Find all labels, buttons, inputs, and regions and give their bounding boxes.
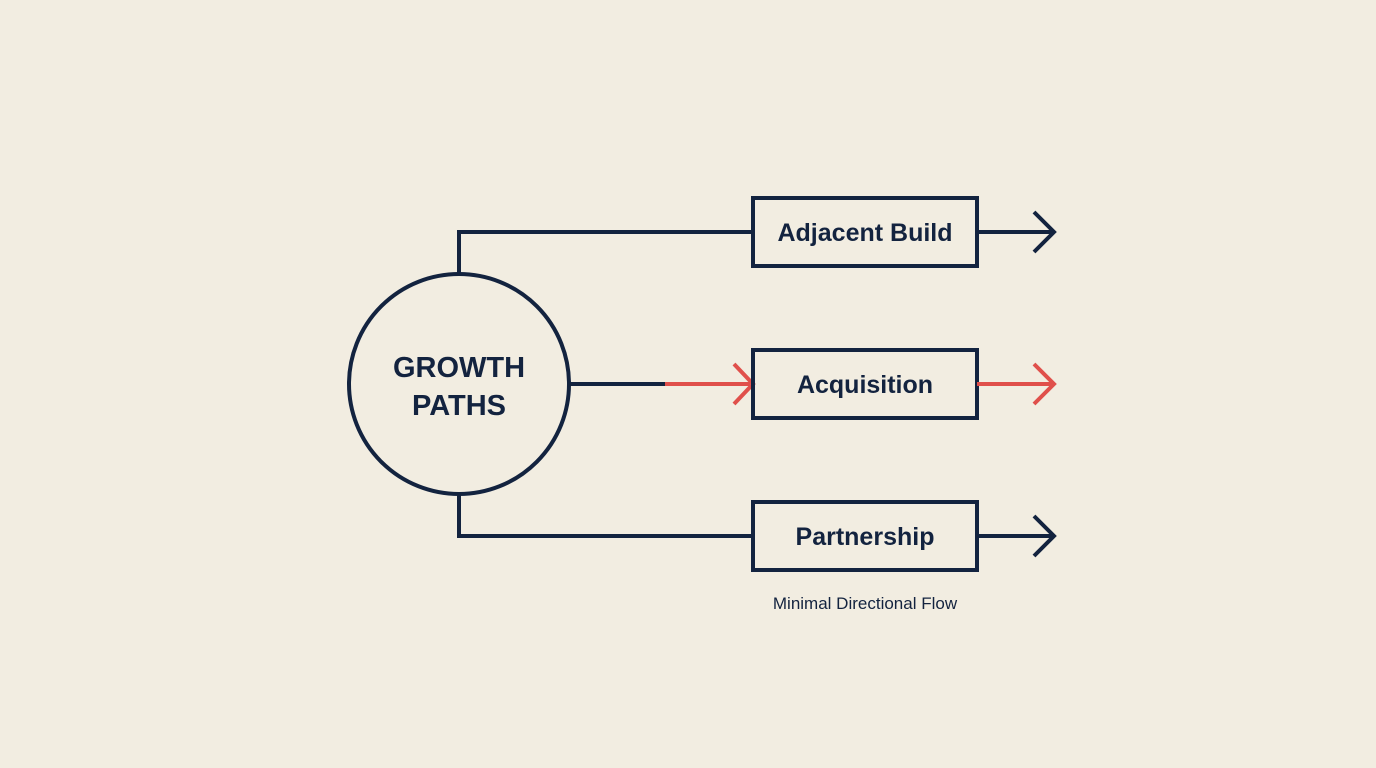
hub-circle <box>347 272 571 496</box>
label-partnership: Partnership <box>796 523 935 551</box>
hub-label-line1: GROWTH <box>393 352 525 384</box>
connector-partnership <box>457 494 753 538</box>
arrowhead-partnership-icon <box>1032 514 1057 558</box>
connector-adjacent-build <box>457 230 753 273</box>
arrowhead-adjacent-build-icon <box>1032 210 1057 254</box>
label-acquisition: Acquisition <box>797 371 933 399</box>
hub-label-line2: PATHS <box>412 390 506 422</box>
diagram-caption: Minimal Directional Flow <box>773 594 958 613</box>
arrowhead-acquisition-icon <box>1032 362 1057 406</box>
label-adjacent-build: Adjacent Build <box>777 219 952 247</box>
